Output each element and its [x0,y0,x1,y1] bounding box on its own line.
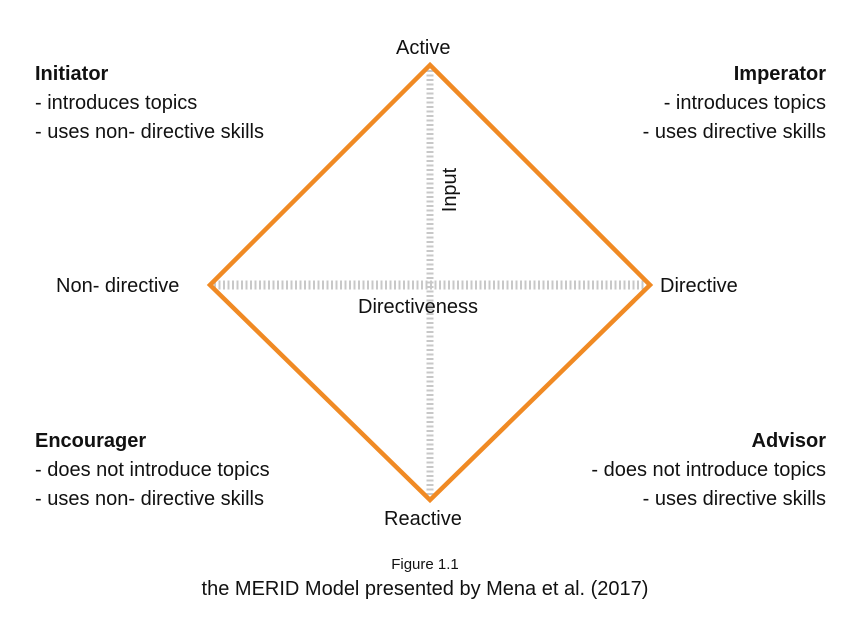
quadrant-line: - does not introduce topics [35,459,270,481]
figure-caption: the MERID Model presented by Mena et al.… [201,578,649,600]
quadrant-line: - uses directive skills [642,488,826,510]
quadrant-line: - uses non- directive skills [35,488,264,510]
quadrant-title: Initiator [35,63,109,85]
label-input: Input [439,167,462,213]
quadrant-imperator: Imperator - introduces topics - uses dir… [643,60,826,147]
label-active: Active [396,37,451,59]
label-directiveness: Directiveness [358,296,479,318]
quadrant-encourager: Encourager - does not introduce topics -… [35,427,270,514]
label-reactive: Reactive [384,508,462,530]
quadrant-line: - uses directive skills [642,121,826,143]
quadrant-line: - introduces topics [663,92,826,114]
quadrant-title: Encourager [35,430,147,452]
quadrant-initiator: Initiator - introduces topics - uses non… [35,60,264,147]
quadrant-advisor: Advisor - does not introduce topics - us… [591,427,826,514]
quadrant-line: - introduces topics [35,92,198,114]
quadrant-title: Advisor [751,430,826,452]
figure-number: Figure 1.1 [391,556,459,573]
label-non-directive: Non- directive [56,275,180,297]
label-directive: Directive [660,275,738,297]
diamond-outline [206,61,654,504]
quadrant-line: - uses non- directive skills [35,121,264,143]
quadrant-title: Imperator [733,63,826,85]
quadrant-line: - does not introduce topics [591,459,826,481]
